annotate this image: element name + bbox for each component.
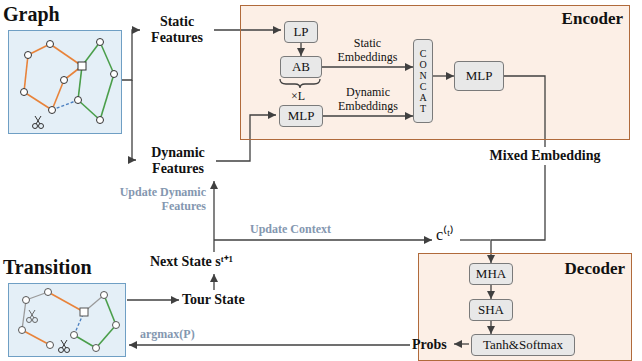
flow-arrow bbox=[127, 299, 179, 300]
process-box: LP bbox=[284, 21, 318, 43]
feedback-arrow bbox=[213, 181, 214, 252]
process-box: MLP bbox=[454, 61, 504, 91]
decoder-panel: Decoder MHA SHA Tanh&Softmax bbox=[418, 253, 632, 361]
process-box: Tanh&Softmax bbox=[471, 334, 575, 356]
panel-ground bbox=[418, 253, 632, 361]
edge-label: Mixed Embedding bbox=[487, 147, 604, 165]
transition-illustration bbox=[19, 289, 120, 353]
flow-arrow bbox=[454, 343, 469, 344]
feature-label: Static Features bbox=[142, 14, 212, 46]
panel-title: Decoder bbox=[565, 259, 625, 279]
flow-arrow bbox=[213, 274, 214, 290]
block-label: MHA bbox=[476, 266, 506, 282]
context-symbol: c⁽ᵗ⁾ bbox=[436, 226, 454, 244]
block-label: AB bbox=[292, 59, 310, 75]
concat-box: CONCAT bbox=[413, 39, 433, 123]
output-label: Probs bbox=[412, 337, 447, 353]
panel-title: Encoder bbox=[562, 9, 623, 29]
block-label: MLP bbox=[466, 68, 493, 84]
action-arrow bbox=[129, 344, 410, 345]
block-label: CONCAT bbox=[418, 48, 428, 114]
action-note: argmax(P) bbox=[140, 327, 195, 341]
flow-arrow bbox=[214, 29, 281, 30]
process-box: MLP bbox=[279, 105, 323, 127]
panel-ground bbox=[240, 5, 630, 140]
edge-label: Static Embeddings bbox=[327, 36, 409, 64]
flow-connector bbox=[323, 115, 413, 116]
repeat-count: ×L bbox=[291, 89, 305, 103]
flow-arrow bbox=[122, 30, 140, 80]
flow-arrow bbox=[132, 80, 136, 160]
repeat-brace bbox=[280, 79, 320, 88]
flow-connector bbox=[490, 285, 491, 299]
merge-line bbox=[460, 239, 490, 240]
input-graph-panel: Graph bbox=[8, 30, 122, 134]
update-note: Update Context bbox=[250, 222, 331, 236]
feature-label: Dynamic Features bbox=[138, 145, 218, 177]
transition-panel: Transition bbox=[8, 283, 126, 357]
context-arrow bbox=[214, 239, 432, 240]
state-label: Next State sᵗ⁺¹ bbox=[150, 254, 233, 270]
graph-illustration bbox=[21, 39, 118, 129]
flow-connector bbox=[300, 43, 301, 56]
panel-ground bbox=[8, 30, 122, 134]
update-note: Update Dynamic Features bbox=[88, 185, 206, 213]
block-label: LP bbox=[293, 24, 308, 40]
block-label: SHA bbox=[478, 302, 504, 318]
panel-title: Transition bbox=[3, 256, 92, 279]
flow-connector bbox=[491, 76, 545, 263]
flow-arrow bbox=[216, 115, 276, 161]
process-box: SHA bbox=[469, 299, 513, 321]
encoder-panel: EncoderLP AB MLP CONCAT MLP bbox=[240, 5, 630, 140]
block-label: MLP bbox=[288, 108, 315, 124]
flow-connector bbox=[490, 321, 491, 334]
edge-label: Dynamic Embeddings bbox=[327, 85, 409, 113]
panel-title: Graph bbox=[3, 3, 60, 26]
process-box: MHA bbox=[469, 263, 513, 285]
flow-connector bbox=[433, 75, 454, 76]
process-box: AB bbox=[280, 56, 322, 78]
flow-connector bbox=[322, 66, 413, 67]
state-label: Tour State bbox=[182, 292, 245, 308]
block-label: Tanh&Softmax bbox=[483, 337, 563, 353]
panel-ground bbox=[8, 283, 126, 357]
